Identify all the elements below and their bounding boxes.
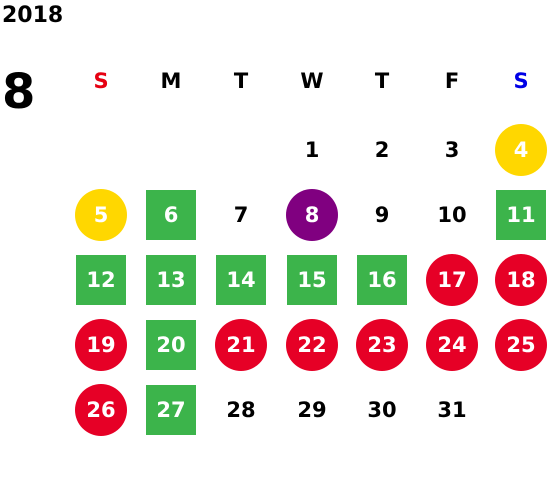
calendar-day-18[interactable]: 18 — [495, 254, 547, 306]
calendar-day-3[interactable]: 3 — [444, 138, 460, 162]
calendar-day-10[interactable]: 10 — [437, 203, 467, 227]
calendar-day-30[interactable]: 30 — [367, 398, 397, 422]
calendar-day-12[interactable]: 12 — [76, 255, 126, 305]
calendar-day-29[interactable]: 29 — [297, 398, 327, 422]
calendar-day-22[interactable]: 22 — [286, 319, 338, 371]
calendar-day-20[interactable]: 20 — [146, 320, 196, 370]
weekday-label: T — [374, 69, 390, 93]
calendar-day-9[interactable]: 9 — [374, 203, 390, 227]
calendar-day-23[interactable]: 23 — [356, 319, 408, 371]
calendar-day-4[interactable]: 4 — [495, 124, 547, 176]
calendar-day-14[interactable]: 14 — [216, 255, 266, 305]
weekday-label: M — [160, 69, 182, 93]
calendar-year: 2018 — [2, 3, 64, 28]
calendar-day-13[interactable]: 13 — [146, 255, 196, 305]
weekday-label: S — [513, 69, 529, 93]
calendar-day-7[interactable]: 7 — [233, 203, 249, 227]
calendar-day-21[interactable]: 21 — [215, 319, 267, 371]
weekday-label: S — [93, 69, 109, 93]
calendar-day-19[interactable]: 19 — [75, 319, 127, 371]
calendar-day-16[interactable]: 16 — [357, 255, 407, 305]
calendar-day-25[interactable]: 25 — [495, 319, 547, 371]
calendar-day-2[interactable]: 2 — [374, 138, 390, 162]
weekday-label: T — [233, 69, 249, 93]
calendar-day-26[interactable]: 26 — [75, 384, 127, 436]
calendar-day-24[interactable]: 24 — [426, 319, 478, 371]
calendar-day-11[interactable]: 11 — [496, 190, 546, 240]
weekday-label: W — [300, 69, 324, 93]
calendar-day-15[interactable]: 15 — [287, 255, 337, 305]
weekday-label: F — [444, 69, 460, 93]
calendar-day-5[interactable]: 5 — [75, 189, 127, 241]
calendar-day-8[interactable]: 8 — [286, 189, 338, 241]
calendar-day-17[interactable]: 17 — [426, 254, 478, 306]
calendar-day-28[interactable]: 28 — [226, 398, 256, 422]
calendar-day-27[interactable]: 27 — [146, 385, 196, 435]
calendar-day-1[interactable]: 1 — [304, 138, 320, 162]
calendar-day-6[interactable]: 6 — [146, 190, 196, 240]
calendar-month: 8 — [2, 64, 36, 120]
calendar-day-31[interactable]: 31 — [437, 398, 467, 422]
